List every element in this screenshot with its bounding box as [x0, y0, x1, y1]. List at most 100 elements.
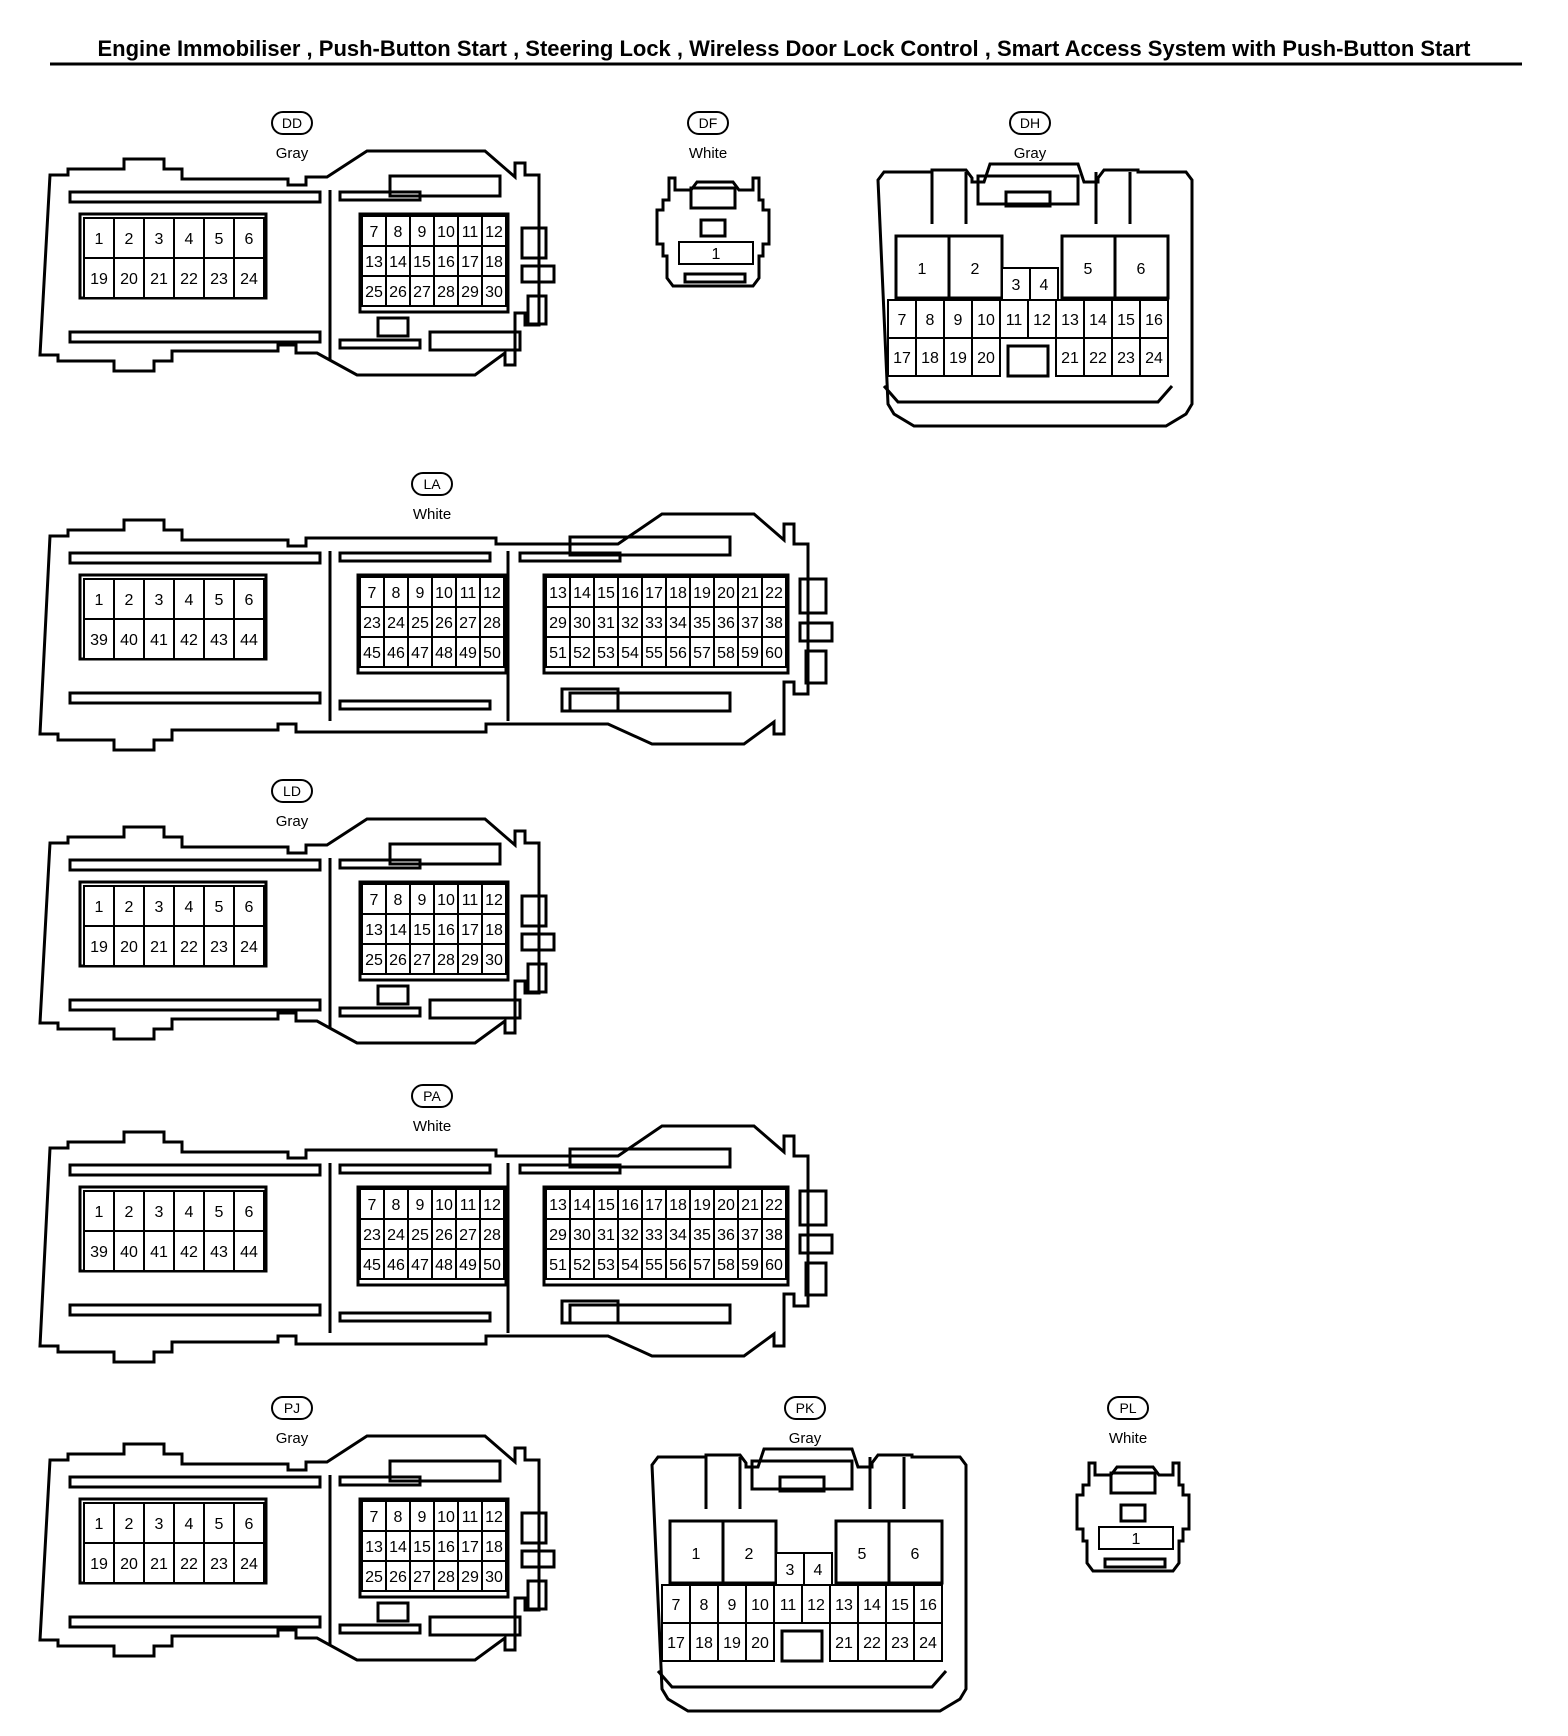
pin-label: 47: [411, 645, 429, 662]
pin-cell: [1111, 299, 1141, 339]
pin-cell: [83, 885, 115, 927]
pin-label: 13: [365, 922, 383, 939]
pin-cell: [717, 1622, 747, 1662]
pin-label: 33: [645, 615, 663, 632]
pin-cell: [113, 618, 145, 660]
pin-cell: [143, 925, 175, 967]
pin-label: 47: [411, 1257, 429, 1274]
pin-label: 55: [645, 1257, 663, 1274]
pin-cell: [661, 1622, 691, 1662]
pin-label: 17: [461, 922, 479, 939]
pin-label: 2: [125, 899, 134, 916]
pin-cell: [457, 943, 483, 975]
pin-label: 29: [549, 615, 567, 632]
pin-label: 10: [751, 1597, 769, 1614]
pin-label: 14: [389, 922, 407, 939]
pin-label: 1: [95, 231, 104, 248]
pin-label: 3: [155, 592, 164, 609]
pin-label: 7: [370, 224, 379, 241]
pin-cell: [999, 299, 1029, 339]
pin-label: 58: [717, 645, 735, 662]
pin-label: 27: [413, 1569, 431, 1586]
pin-cell: [173, 1190, 205, 1232]
pin-label: 1: [918, 261, 927, 278]
pin-label: 49: [459, 645, 477, 662]
pin-label: 60: [765, 645, 783, 662]
pin-label: 9: [954, 312, 963, 329]
pin-label: 29: [461, 284, 479, 301]
rib: [388, 842, 502, 866]
pin-label: 30: [573, 615, 591, 632]
pin-label: 9: [416, 585, 425, 602]
pin-cell: [761, 1218, 787, 1250]
pin-cell: [143, 1230, 175, 1272]
pin-cell: [481, 1560, 507, 1592]
pin-label: 16: [621, 585, 639, 602]
pin-cell: [885, 1622, 915, 1662]
rib: [1103, 1557, 1167, 1569]
pin-label: 57: [693, 1257, 711, 1274]
connector-code: PK: [796, 1400, 815, 1416]
pin-label: 32: [621, 615, 639, 632]
pin-label: 5: [215, 899, 224, 916]
lock: [798, 1189, 828, 1227]
pin-cell: [113, 925, 145, 967]
pin-label: 24: [919, 1635, 937, 1652]
pin-label: 14: [1089, 312, 1107, 329]
connector-body: [1075, 1461, 1191, 1573]
pin-label: 21: [741, 1197, 759, 1214]
lock: [798, 621, 834, 643]
pin-label: 3: [1012, 277, 1021, 294]
latch: [376, 1601, 410, 1623]
pin-cell: [857, 1622, 887, 1662]
rib: [338, 1623, 422, 1635]
pin-cell: [433, 943, 459, 975]
pin-label: 15: [413, 1539, 431, 1556]
lock: [520, 894, 548, 928]
pin-label: 2: [745, 1546, 754, 1563]
pin-cell: [203, 618, 235, 660]
pin-label: 11: [462, 224, 479, 241]
pin-label: 39: [90, 1244, 108, 1261]
pin-cell: [359, 1218, 385, 1250]
pin-label: 16: [437, 254, 455, 271]
pin-label: 5: [1084, 261, 1093, 278]
pin-block: [358, 1497, 510, 1599]
pin-cell: [407, 576, 433, 608]
connector-code-badge: [687, 111, 729, 135]
pin-label: 48: [435, 645, 453, 662]
pin-label: 32: [621, 1227, 639, 1244]
pin-label: 18: [485, 254, 503, 271]
connector-code-badge: [411, 472, 453, 496]
pin-label: 29: [461, 952, 479, 969]
pin-label: 4: [185, 592, 194, 609]
pin-cell: [829, 1584, 859, 1624]
pin-label: 16: [437, 922, 455, 939]
pin-cell: [913, 1622, 943, 1662]
pin-label: 43: [210, 1244, 228, 1261]
pin-block: [356, 1185, 508, 1287]
pin-cell: [678, 241, 754, 265]
connector-color: White: [413, 506, 451, 523]
pin-cell: [713, 1248, 739, 1280]
connector-code-badge: [411, 1084, 453, 1108]
pin-cell: [971, 337, 1001, 377]
pin-label: 9: [418, 892, 427, 909]
pin-block: [358, 212, 510, 314]
pin-label: 24: [387, 1227, 405, 1244]
pin-label: 18: [921, 350, 939, 367]
connector-color: White: [413, 1118, 451, 1135]
pin-label: 2: [125, 231, 134, 248]
pin-label: 29: [461, 1569, 479, 1586]
pin-label: 11: [460, 1197, 477, 1214]
rib: [68, 330, 322, 344]
pin-label: 12: [1033, 312, 1051, 329]
pin-label: 12: [483, 1197, 501, 1214]
lock: [526, 294, 548, 326]
pin-cell: [361, 275, 387, 307]
lock: [804, 1261, 828, 1297]
